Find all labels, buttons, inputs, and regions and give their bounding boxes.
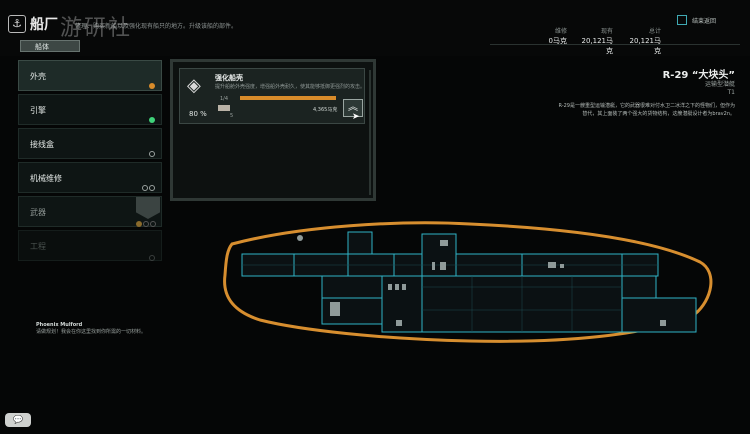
upgrade-button[interactable]: ︽ — [343, 99, 363, 117]
upgrade-progress-bar — [240, 96, 336, 100]
status-dot — [149, 83, 155, 89]
diamond-icon: ◈ — [187, 75, 201, 96]
weapon-badge-icon — [136, 197, 160, 219]
divider — [490, 44, 740, 45]
ship-name: R-29 “大块头” — [662, 70, 735, 81]
stat-label: 维修 — [554, 28, 567, 35]
category-weapons[interactable]: 武器 — [18, 196, 162, 227]
cost-item-icon — [218, 105, 230, 111]
ship-equipment — [297, 235, 666, 326]
upgrade-panel: ◈ 80 % 强化船壳 提升船舱外壳强度，增强船外壳耐久，使其能够抵御更强烈的攻… — [170, 59, 376, 201]
stat-repair: 维修 0马克 — [545, 26, 567, 46]
return-checkbox[interactable] — [677, 15, 687, 25]
stat-value: 20,121马克 — [581, 37, 614, 55]
shipyard-icon: ⚓ — [8, 15, 26, 33]
status-dot — [136, 221, 142, 227]
ship-grid-detail — [242, 264, 658, 332]
upgrade-card: ◈ 80 % 强化船壳 提升船舱外壳强度，增强船外壳耐久，使其能够抵御更强烈的攻… — [179, 68, 365, 124]
page-subtitle: 修理、购买新船以及强化现有船只的地方。升级该船的部件。 — [75, 23, 238, 30]
upgrade-level: 1/4 — [220, 96, 229, 102]
stat-value: 0马克 — [548, 37, 567, 45]
category-label: 引擎 — [30, 106, 46, 115]
cursor-icon: ➤ — [352, 112, 360, 122]
stat-current: 现有 20,121马克 — [577, 26, 614, 56]
category-hull[interactable]: 外壳 — [18, 60, 162, 91]
ship-description: R-29是一艘重型运输潜艇，它的武器很难对付水卫二冰洋之下的怪物们，但作为替代，… — [558, 103, 735, 117]
stat-value: 20,121马克 — [629, 37, 662, 55]
top-bar: ⚓ 船厂 修理、购买新船以及强化现有船只的地方。升级该船的部件。 游研社 船体 … — [0, 0, 750, 56]
stat-total: 总计 20,121马克 — [623, 26, 662, 56]
watermark: 游研社 — [60, 16, 133, 41]
tab-label: 船体 — [35, 43, 49, 51]
status-ring — [142, 185, 148, 191]
category-label: 工程 — [30, 242, 46, 251]
upgrade-cost: 4,365马克 — [313, 107, 338, 113]
upgrade-title: 强化船壳 — [215, 74, 243, 82]
category-label: 外壳 — [30, 72, 46, 81]
ship-class: 运输型潜艇 — [704, 81, 735, 88]
category-engine[interactable]: 引擎 — [18, 94, 162, 125]
upgrade-description: 提升船舱外壳强度，增强船外壳耐久，使其能够抵御更强烈的攻击。 — [215, 84, 365, 90]
chat-icon[interactable]: 💬 — [5, 413, 31, 427]
status-dot — [149, 117, 155, 123]
return-checkbox-label: 结束返回 — [692, 18, 717, 25]
status-ring — [143, 221, 149, 227]
crew-name: Phoenix Mulford — [36, 322, 83, 328]
upgrade-percent: 80 % — [189, 110, 207, 118]
category-junction-box[interactable]: 接线盒 — [18, 128, 162, 159]
upgrade-progress-fill — [240, 96, 336, 100]
cost-item-count: 5 — [230, 113, 234, 119]
category-label: 机械维修 — [30, 174, 62, 183]
page-title: 船厂 — [30, 17, 58, 33]
status-ring — [149, 151, 155, 157]
category-mechanical[interactable]: 机械维修 — [18, 162, 162, 193]
stat-label: 现有 — [600, 28, 613, 35]
category-label: 武器 — [30, 208, 46, 217]
status-ring — [150, 221, 156, 227]
stat-label: 总计 — [648, 28, 661, 35]
status-ring — [149, 255, 155, 261]
ship-rooms — [241, 231, 697, 333]
category-engineering[interactable]: 工程 — [18, 230, 162, 261]
crew-message: 请做规划！我会在你这里找到你所需的一切材料。 — [36, 329, 147, 335]
category-label: 接线盒 — [30, 140, 54, 149]
ship-tier: T1 — [727, 89, 735, 96]
status-ring — [149, 185, 155, 191]
tab-hull[interactable]: 船体 — [20, 40, 80, 52]
panel-scrollbar[interactable] — [369, 70, 371, 195]
